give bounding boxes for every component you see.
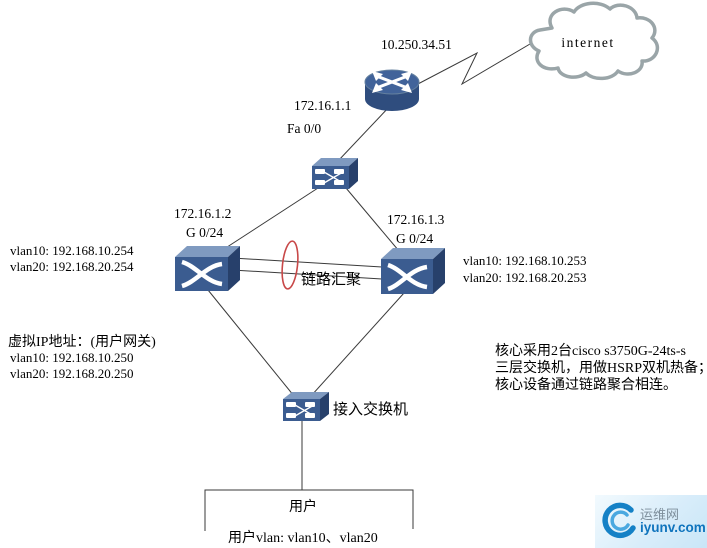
core-note-line1: 核心采用2台cisco s3750G-24ts-s (495, 343, 686, 359)
virtual-ip-title-label: 虚拟IP地址：(用户网关) (8, 333, 156, 350)
link-aggregation-line-2 (231, 269, 384, 280)
users-vlan-label: 用户vlan: vlan10、vlan20 (228, 529, 378, 546)
router-interface-label: Fa 0/0 (287, 121, 321, 136)
link-core-left-access (207, 289, 295, 397)
router-wan-ip-label: 10.250.34.51 (381, 37, 452, 52)
link-core-right-access (310, 292, 405, 397)
site-watermark: 运维网 iyunv.com (595, 495, 707, 548)
core-left-ip-label: 172.16.1.2 (174, 206, 231, 221)
watermark-site-name: 运维网 (640, 506, 680, 522)
users-bracket (204, 489, 414, 531)
core-right-port-label: G 0/24 (396, 231, 433, 246)
core-right-vlan20-label: vlan20: 192.168.20.253 (463, 270, 587, 285)
core-left-vlan10-label: vlan10: 192.168.10.254 (10, 243, 134, 258)
router-icon (364, 69, 420, 111)
internet-label: internet (561, 35, 614, 50)
core-left-port-label: G 0/24 (186, 225, 223, 240)
core-right-ip-label: 172.16.1.3 (387, 212, 445, 227)
virtual-ip-vlan10-label: vlan10: 192.168.10.250 (10, 350, 134, 365)
link-aggregation-ellipse (281, 240, 299, 290)
link-aggregation-label: 链路汇聚 (301, 271, 361, 288)
access-switch-icon (283, 392, 329, 421)
watermark-logo-icon (602, 502, 636, 538)
link-distribution-core-left (220, 187, 319, 252)
core-note-line3: 核心设备通过链路聚合相连。 (495, 376, 677, 393)
users-label: 用户 (289, 498, 317, 515)
core-switch-right-icon (381, 248, 445, 294)
topology-links (204, 33, 548, 531)
core-note-line2: 三层交换机，用做HSRP双机热备； (495, 359, 707, 376)
core-left-vlan20-label: vlan20: 192.168.20.254 (10, 259, 134, 274)
link-aggregation-line-1 (231, 257, 384, 268)
watermark-site-url: iyunv.com (640, 520, 706, 536)
watermark-text: 运维网 iyunv.com (640, 506, 706, 536)
link-distribution-core-right (345, 187, 400, 252)
distribution-switch-icon (312, 158, 358, 189)
router-lan-ip-label: 172.16.1.1 (294, 98, 351, 113)
serial-link-zigzag (415, 33, 548, 86)
virtual-ip-vlan20-label: vlan20: 192.168.20.250 (10, 366, 134, 381)
link-router-distribution (337, 105, 391, 162)
core-right-vlan10-label: vlan10: 192.168.10.253 (463, 253, 587, 268)
internet-cloud-icon: internet (528, 1, 660, 81)
access-switch-label: 接入交换机 (333, 400, 408, 418)
core-switch-left-icon (175, 246, 240, 291)
